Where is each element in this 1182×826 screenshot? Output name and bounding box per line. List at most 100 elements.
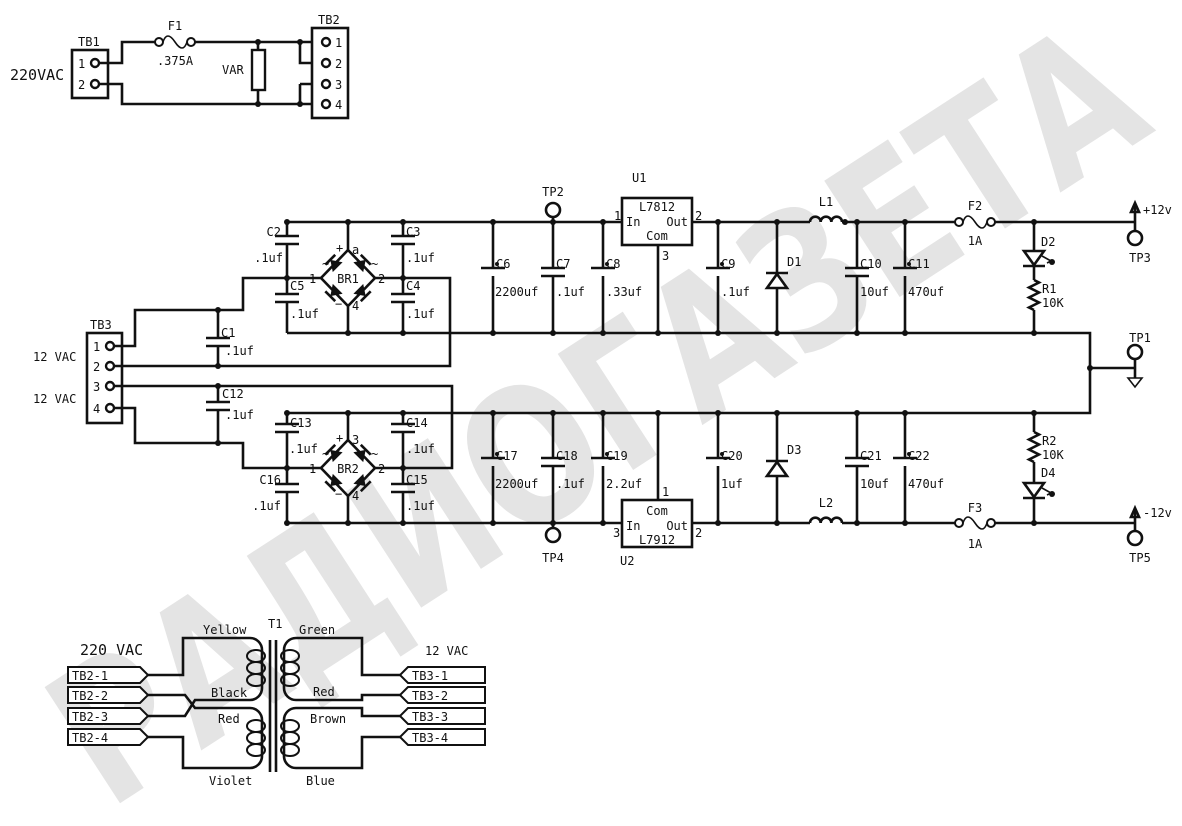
capacitor-value: .1uf: [225, 344, 254, 358]
test-point-TP3: TP3: [1126, 229, 1151, 265]
terminal-pin: [320, 98, 332, 110]
terminal-pin-number: 2: [335, 57, 342, 71]
polarity-dot: [720, 452, 724, 456]
terminal-pin: [320, 57, 332, 69]
junction-dot: [297, 39, 303, 45]
regulator-in: In: [626, 519, 640, 533]
bridge-pin-4: 4: [352, 489, 359, 503]
capacitor-ref: C18: [556, 449, 578, 463]
led-ref: D4: [1041, 466, 1055, 480]
terminal-pin: [89, 78, 101, 90]
fuse-terminal: [186, 37, 196, 47]
secondary-voltage-label: 12 VAC: [425, 644, 468, 658]
capacitor-value: .1uf: [406, 499, 435, 513]
terminal-pin: [320, 36, 332, 48]
led-ref: D2: [1041, 235, 1055, 249]
terminal-block-ref: TB1: [78, 35, 100, 49]
capacitor-value: .1uf: [406, 442, 435, 456]
resistor-value: 10K: [1042, 296, 1064, 310]
inductor-coil: [808, 516, 844, 524]
bridge-pin-minus: −: [335, 297, 342, 311]
winding: [282, 706, 297, 770]
junction-dot: [550, 520, 556, 526]
terminal-pin: [89, 57, 101, 69]
terminal-pin-number: 1: [93, 340, 100, 354]
capacitor-ref: C13: [290, 416, 312, 430]
ac-label-2: 12 VAC: [33, 392, 76, 406]
test-point-ref: TP4: [542, 551, 564, 565]
transformer-core: [268, 640, 278, 772]
connector-tag-label: TB3-3: [412, 710, 448, 724]
capacitor-value: .33uf: [606, 285, 642, 299]
capacitor-C20: C20 1uf: [706, 413, 743, 523]
capacitor-C18: C18 .1uf: [541, 413, 585, 523]
junction-dot: [400, 330, 406, 336]
winding-loop: [246, 673, 266, 687]
ac-label-1: 12 VAC: [33, 350, 76, 364]
junction-dot: [1031, 520, 1037, 526]
capacitor-value: .1uf: [289, 442, 318, 456]
terminal-pin: [104, 360, 116, 372]
junction-dot: [854, 330, 860, 336]
capacitor-value: 2.2uf: [606, 477, 642, 491]
terminal-pin-number: 3: [93, 380, 100, 394]
capacitor-ref: C16: [259, 473, 281, 487]
terminal-pin-number: 1: [335, 36, 342, 50]
rail-label-negative: -12v: [1143, 506, 1172, 520]
wire-color-brown: Brown: [310, 712, 346, 726]
regulator-ref: U1: [632, 171, 646, 185]
terminal-pin-number: 2: [78, 78, 85, 92]
diode-triangle: [353, 449, 366, 463]
regulator-in: In: [626, 215, 640, 229]
bridge-diode: [324, 443, 343, 463]
led-triangle: [1021, 249, 1047, 268]
junction-dot: [842, 219, 848, 225]
terminal-block-ref: TB2: [318, 13, 340, 27]
bridge-pin-1: 1: [309, 462, 316, 476]
diode-bar: [359, 443, 372, 456]
fuse-F1: F1.375A: [154, 19, 196, 68]
capacitor-C9: C9.1uf: [706, 222, 750, 333]
inductor-L2: L2: [808, 496, 844, 524]
junction-dot: [400, 219, 406, 225]
diode-bar: [359, 253, 372, 266]
wire: [114, 384, 454, 470]
rail-arrow-up-icon: [1128, 504, 1142, 519]
pin-3: 3: [662, 249, 669, 263]
capacitor-value: .1uf: [556, 285, 585, 299]
junction-dot: [345, 520, 351, 526]
inductor-L1: L1: [808, 195, 844, 223]
terminal-pin-number: 3: [335, 78, 342, 92]
test-point-icon: [1126, 529, 1144, 547]
fuse-terminal: [986, 217, 996, 227]
fuse-terminal: [954, 217, 964, 227]
inductor-ref: L1: [819, 195, 833, 209]
capacitor-ref: C20: [721, 449, 743, 463]
bridge-diode: [353, 253, 372, 273]
terminal-pin-number: 2: [93, 360, 100, 374]
resistor-ref: R1: [1042, 282, 1056, 296]
wire: [296, 706, 400, 718]
junction-dot: [284, 520, 290, 526]
capacitor-value: .1uf: [406, 251, 435, 265]
junction-dot: [774, 330, 780, 336]
resistor-zigzag: [1026, 430, 1042, 464]
bridge-diode: [324, 253, 343, 273]
resistor-value: 10K: [1042, 448, 1064, 462]
capacitor-ref: C17: [496, 449, 518, 463]
terminal-pin: [104, 340, 116, 352]
fuse-ref: F1: [168, 19, 182, 33]
capacitor-C15: C15.1uf: [391, 468, 435, 523]
capacitor-value: 470uf: [908, 477, 944, 491]
pin-1: 1: [662, 485, 669, 499]
regulator-body: [620, 498, 694, 549]
junction-dot: [715, 330, 721, 336]
capacitor-value: 10uf: [860, 477, 889, 491]
bridge-diode: [353, 283, 372, 303]
test-point-ref: TP1: [1129, 331, 1151, 345]
capacitor-value: .1uf: [254, 251, 283, 265]
capacitor-value: .1uf: [556, 477, 585, 491]
junction-dot: [1049, 491, 1055, 497]
capacitor-value: 1uf: [721, 477, 743, 491]
